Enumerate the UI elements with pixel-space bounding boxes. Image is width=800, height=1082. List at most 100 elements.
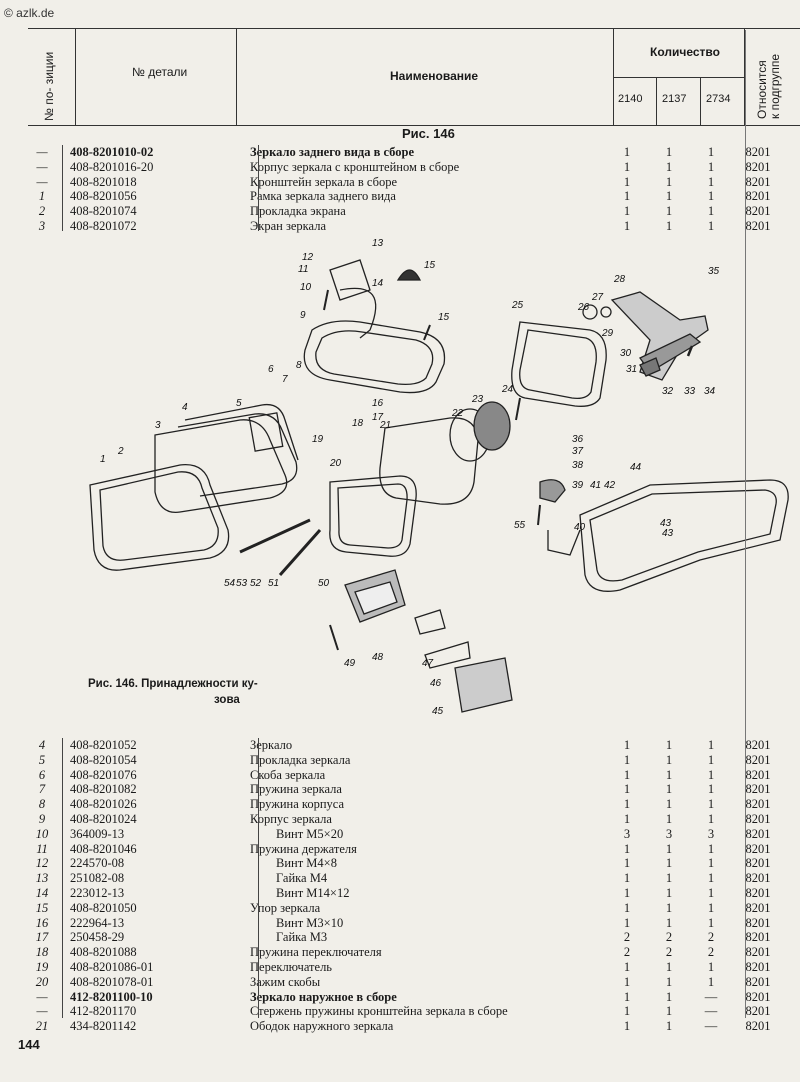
qty-cell-2: 1 bbox=[707, 841, 715, 856]
part-number-cell: 222964-13 bbox=[70, 915, 125, 930]
qty-cell-1: 1 bbox=[665, 738, 673, 752]
model-2734: 2734 bbox=[706, 93, 731, 105]
qty-cell-1: 1 bbox=[665, 752, 673, 767]
qty-cell-1: 1 bbox=[665, 856, 673, 871]
position-cell: 17 bbox=[35, 930, 49, 945]
callout-label: 51 bbox=[268, 578, 279, 589]
qty-cell-2: 1 bbox=[707, 885, 715, 900]
position-cell: 15 bbox=[35, 900, 49, 915]
part-name-cell: Рамка зеркала заднего вида bbox=[250, 189, 606, 204]
qty-cell-2: 1 bbox=[707, 767, 715, 782]
part-name: Зеркало bbox=[250, 738, 293, 752]
caption-line-2: зова bbox=[214, 694, 240, 706]
group-cell: 8201 bbox=[745, 159, 771, 174]
qty-cell-2: 1 bbox=[707, 915, 715, 930]
callout-label: 16 bbox=[372, 398, 384, 409]
part-name: Кронштейн зеркала в сборе bbox=[250, 174, 397, 189]
position-cell: 16 bbox=[35, 915, 49, 930]
qty-cell-1: 1 bbox=[665, 885, 673, 900]
part-pin-50 bbox=[329, 624, 339, 651]
qty-cell-0: 1 bbox=[623, 738, 631, 752]
part-name: Пружина держателя bbox=[250, 841, 357, 856]
qty-cell-0: 1 bbox=[623, 189, 631, 204]
qty-cell-2: 1 bbox=[707, 145, 715, 159]
part-name: Прокладка зеркала bbox=[250, 752, 351, 767]
part-number-cell: 408-8201088 bbox=[70, 945, 137, 960]
part-name-cell: Экран зеркала bbox=[250, 219, 606, 234]
part-name-cell: Гайка М3 bbox=[250, 930, 606, 945]
callout-label: 4 bbox=[182, 402, 188, 413]
part-name-cell: Кронштейн зеркала в сборе bbox=[250, 175, 606, 190]
table-header: № по- зиции № детали Наименование Количе… bbox=[28, 28, 800, 126]
callout-label: 14 bbox=[372, 278, 384, 289]
part-washer-27 bbox=[582, 304, 598, 320]
part-name-cell: Упор зеркала bbox=[250, 901, 606, 916]
part-number-cell: 364009-13 bbox=[70, 826, 125, 841]
part-name-cell: Гайка М4 bbox=[250, 871, 606, 886]
group-cell: 8201 bbox=[745, 1004, 771, 1019]
callout-label: 43 bbox=[660, 518, 672, 529]
part-name: Упор зеркала bbox=[250, 900, 321, 915]
part-name: Винт М3×10 bbox=[276, 915, 344, 930]
qty-cell-2: 2 bbox=[707, 945, 715, 960]
group-cell: 8201 bbox=[745, 752, 771, 767]
position-cell: 12 bbox=[35, 856, 49, 871]
qty-cell-0: 1 bbox=[623, 989, 631, 1004]
group-cell: 8201 bbox=[745, 900, 771, 915]
position-cell: — bbox=[36, 145, 48, 159]
part-number-cell: 223012-13 bbox=[70, 885, 125, 900]
position-cell: — bbox=[36, 1004, 48, 1019]
part-arm bbox=[339, 287, 377, 339]
callout-label: 19 bbox=[312, 434, 324, 445]
qty-cell-1: 1 bbox=[665, 204, 673, 219]
qty-cell-0: 1 bbox=[623, 856, 631, 871]
qty-cell-0: 1 bbox=[623, 752, 631, 767]
group-cell: 8201 bbox=[745, 738, 771, 752]
callout-label: 7 bbox=[282, 374, 288, 385]
part-name: Рамка зеркала заднего вида bbox=[250, 189, 396, 204]
callout-label: 52 bbox=[250, 578, 262, 589]
callout-label: 10 bbox=[0, 230, 12, 233]
part-name: Зажим скобы bbox=[250, 974, 321, 989]
part-name: Гайка М3 bbox=[276, 930, 328, 945]
part-name-cell: Переключатель bbox=[250, 960, 606, 975]
part-name-cell: Корпус зеркала bbox=[250, 812, 606, 827]
qty-cell-0: 1 bbox=[623, 871, 631, 886]
part-number-cell: 408-8201056 bbox=[70, 189, 137, 204]
group-cell: 8201 bbox=[745, 1019, 771, 1034]
qty-cell-2: 1 bbox=[707, 218, 715, 233]
callout-label: 37 bbox=[572, 446, 584, 457]
name-label: Наименование bbox=[390, 69, 479, 83]
position-cell: 10 bbox=[35, 826, 49, 841]
qty-cell-1: 3 bbox=[665, 826, 673, 841]
callout-label: 20 bbox=[329, 458, 342, 469]
callout-label: 44 bbox=[630, 462, 642, 473]
part-name: Винт М5×20 bbox=[276, 826, 344, 841]
position-cell: 1 bbox=[38, 189, 46, 204]
part-name: Корпус зеркала bbox=[250, 811, 332, 826]
part-name: Прокладка экрана bbox=[250, 204, 346, 219]
qty-cell-1: 1 bbox=[665, 767, 673, 782]
part-number-cell: 412-8201170 bbox=[70, 1004, 137, 1019]
callout-label: 25 bbox=[511, 300, 524, 311]
group-cell: 8201 bbox=[745, 811, 771, 826]
qty-cell-1: 1 bbox=[665, 1019, 673, 1034]
part-name-cell: Ободок наружного зеркала bbox=[250, 1019, 606, 1034]
callout-label: 18 bbox=[352, 418, 364, 429]
part-name: Гайка М4 bbox=[276, 871, 328, 886]
part-name-cell: Пружина держателя bbox=[250, 842, 606, 857]
part-number-cell: 434-8201142 bbox=[70, 1019, 137, 1034]
group-cell: 8201 bbox=[745, 871, 771, 886]
position-cell: 11 bbox=[36, 841, 48, 856]
position-cell: — bbox=[36, 989, 48, 1004]
